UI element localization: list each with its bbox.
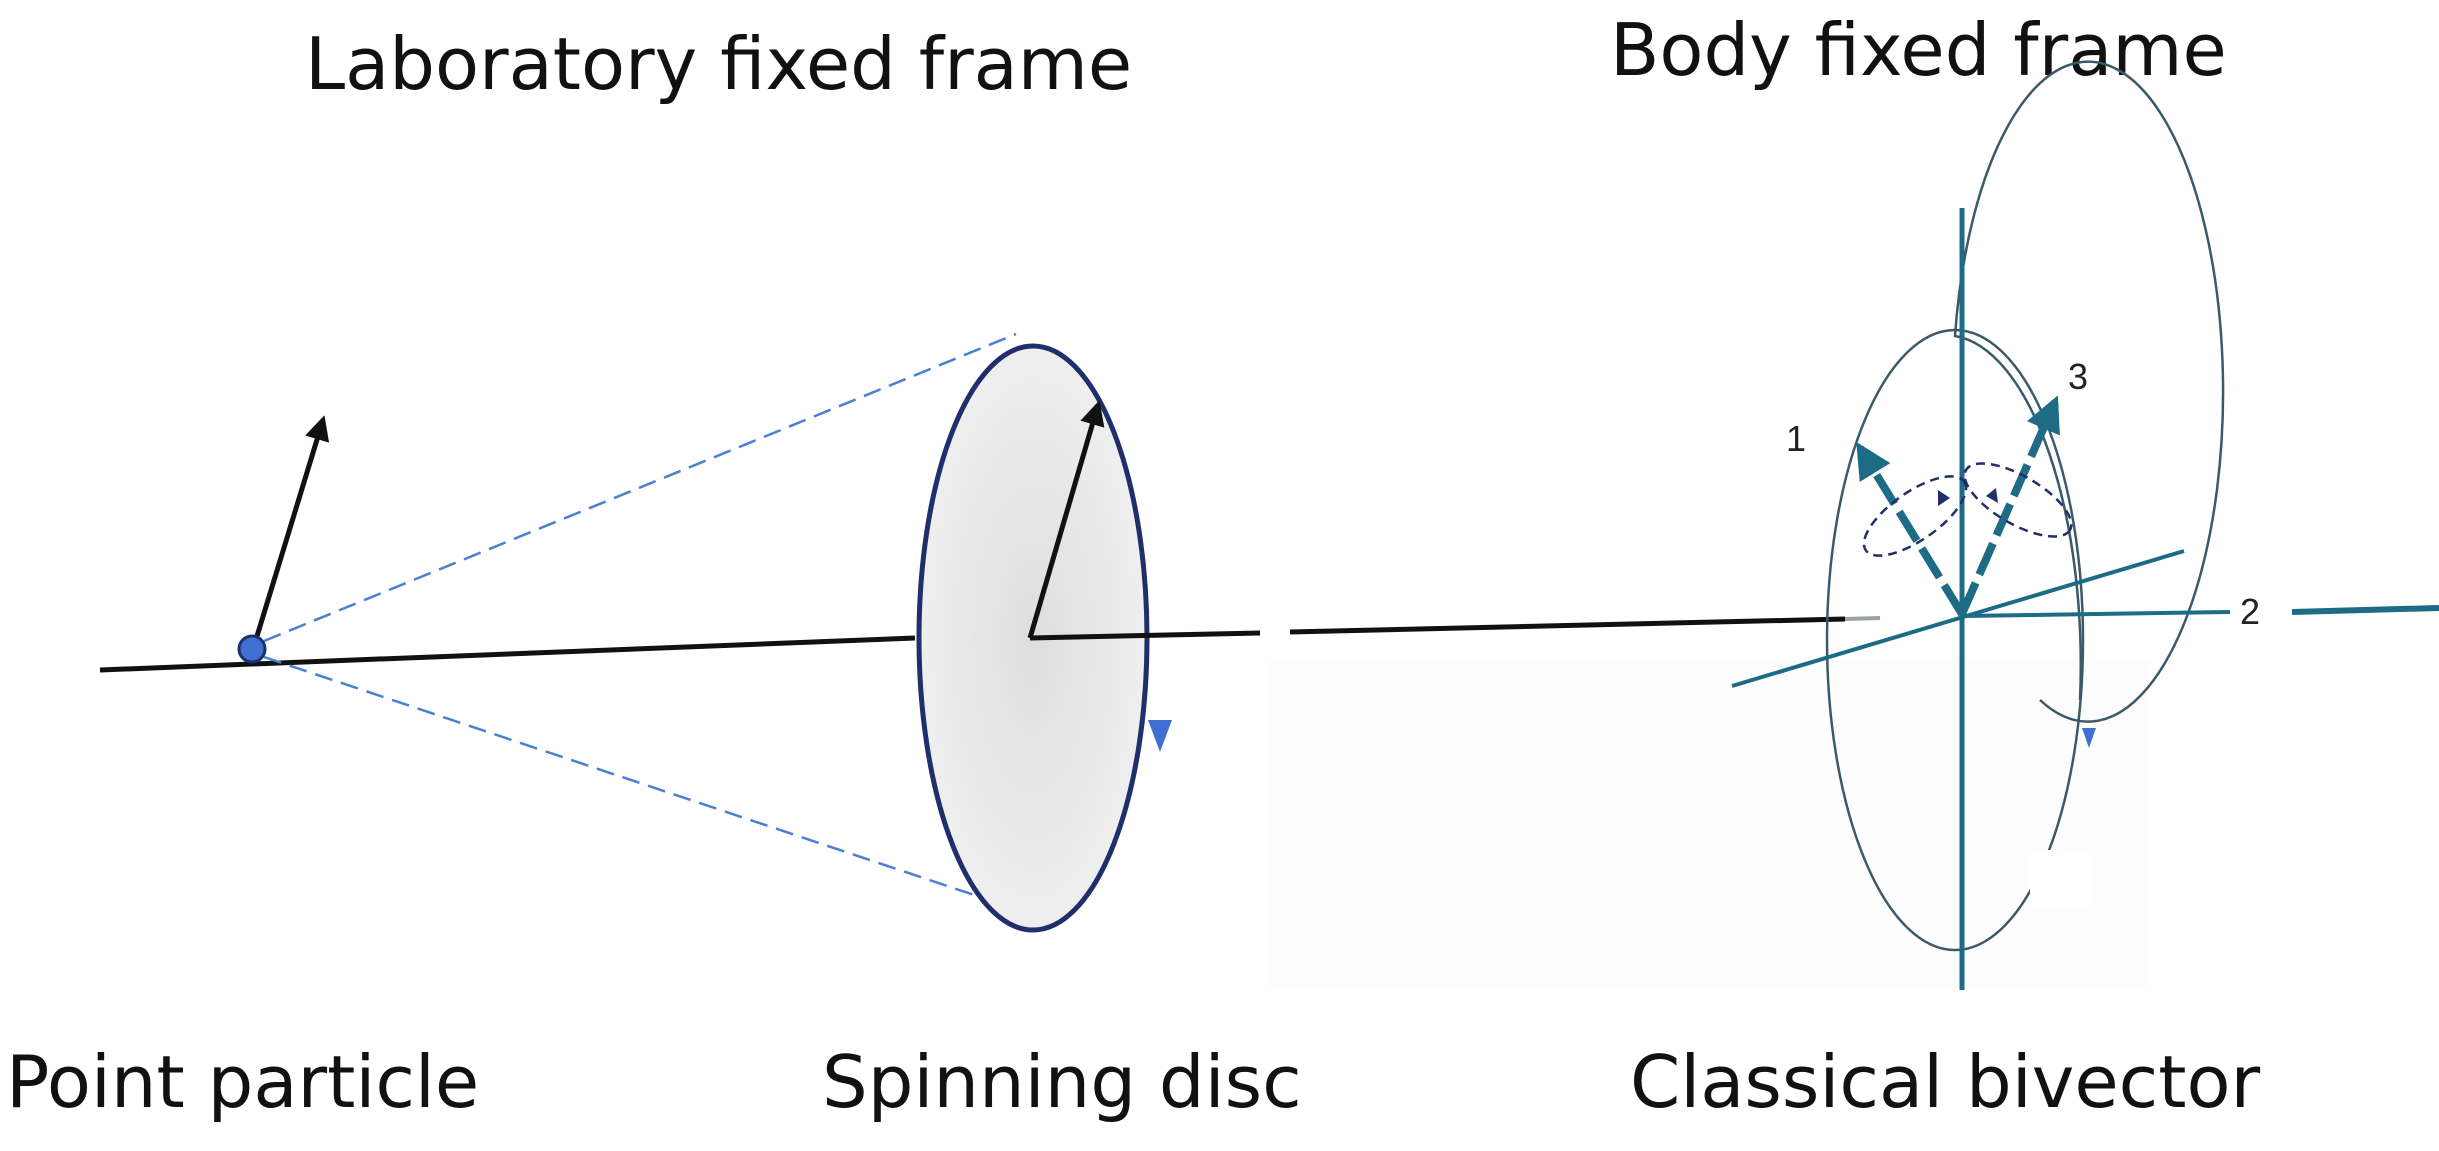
lab-frame-title: Laboratory fixed frame (305, 22, 1133, 106)
bivector-axis-2-ext (2291, 605, 2439, 615)
point-particle-dot (237, 634, 267, 664)
disc-rotation-arrowhead-icon (1148, 720, 1172, 752)
axis-label-3: 3 (2068, 356, 2089, 397)
cone-upper-line (263, 332, 1017, 643)
body-frame-title: Body fixed frame (1610, 8, 2227, 92)
point-particle-caption: Point particle (6, 1040, 480, 1124)
axis-label-1: 1 (1786, 418, 1807, 459)
ring-rotation-arrowhead-icon (2082, 728, 2096, 748)
classical-bivector-caption: Classical bivector (1630, 1040, 2261, 1124)
bivector-arrow-3 (1958, 395, 2060, 616)
point-particle-group (99, 415, 916, 673)
bivector-group (1270, 60, 2439, 990)
bivector-ring (1953, 60, 2225, 723)
bivector-ring-back (1825, 328, 2085, 952)
world-line-left (99, 635, 916, 673)
rotation-loop-1 (1862, 475, 1968, 557)
world-line-fade (1844, 616, 1881, 621)
axis-label-2: 2 (2240, 591, 2261, 632)
bivector-axis-2 (1961, 610, 2231, 618)
bivector-tilted-axis (1731, 549, 2185, 688)
disc-axis-line (1029, 630, 1261, 641)
spinning-disc-group (916, 343, 1261, 933)
rotation-loop-3 (1963, 462, 2073, 538)
spinning-disc-caption: Spinning disc (822, 1040, 1302, 1124)
world-line-right (1289, 616, 1846, 635)
loop-1-arrowhead-icon (1938, 490, 1950, 506)
particle-spin-arrow (251, 415, 330, 647)
loop-3-arrowhead-icon (1986, 488, 1998, 503)
cone-lower-line (263, 655, 1005, 907)
cone-lines (263, 332, 1017, 907)
disc-spin-arrow (1027, 400, 1105, 639)
bivector-arrow-1 (1856, 441, 1966, 617)
